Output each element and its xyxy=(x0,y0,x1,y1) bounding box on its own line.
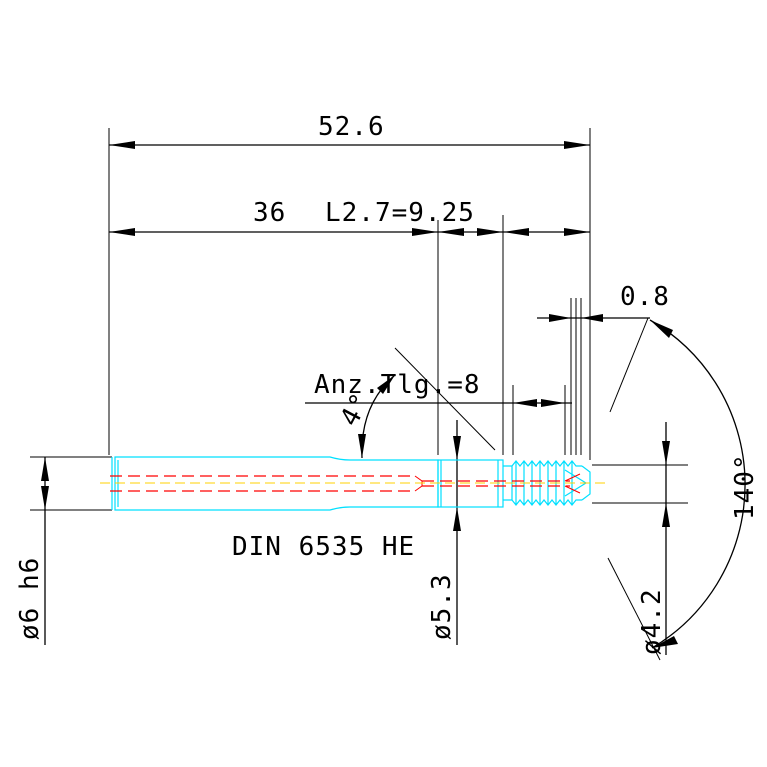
dim-point-angle-label: 140° xyxy=(730,453,760,520)
dim-thread-diameter-label: ø4.2 xyxy=(637,588,667,655)
dim-flutes: Anz.Tlg.=8 xyxy=(305,370,572,455)
dim-neck-diameter-label: ø5.3 xyxy=(427,573,457,640)
dim-neck-diameter: ø5.3 xyxy=(427,420,461,645)
dim-neck-length-label: L2.7=9.25 xyxy=(325,198,475,228)
dim-shank-length: 36 L2.7=9.25 xyxy=(109,198,590,455)
dim-thread-length: 0.8 xyxy=(537,282,670,455)
dim-shank-diameter-label: ø6 h6 xyxy=(15,557,45,640)
dim-thread-diameter: ø4.2 xyxy=(592,422,688,655)
dim-shank-length-label: 36 xyxy=(253,198,286,228)
dim-overall-length: 52.6 xyxy=(108,112,591,460)
standard-label: DIN 6535 HE xyxy=(232,532,415,562)
dim-point-angle: 140° xyxy=(607,317,760,661)
dim-flutes-label: Anz.Tlg.=8 xyxy=(314,370,481,400)
dim-thread-length-label: 0.8 xyxy=(620,282,670,312)
dim-overall-length-label: 52.6 xyxy=(318,112,385,142)
dim-shank-diameter: ø6 h6 xyxy=(15,456,112,645)
